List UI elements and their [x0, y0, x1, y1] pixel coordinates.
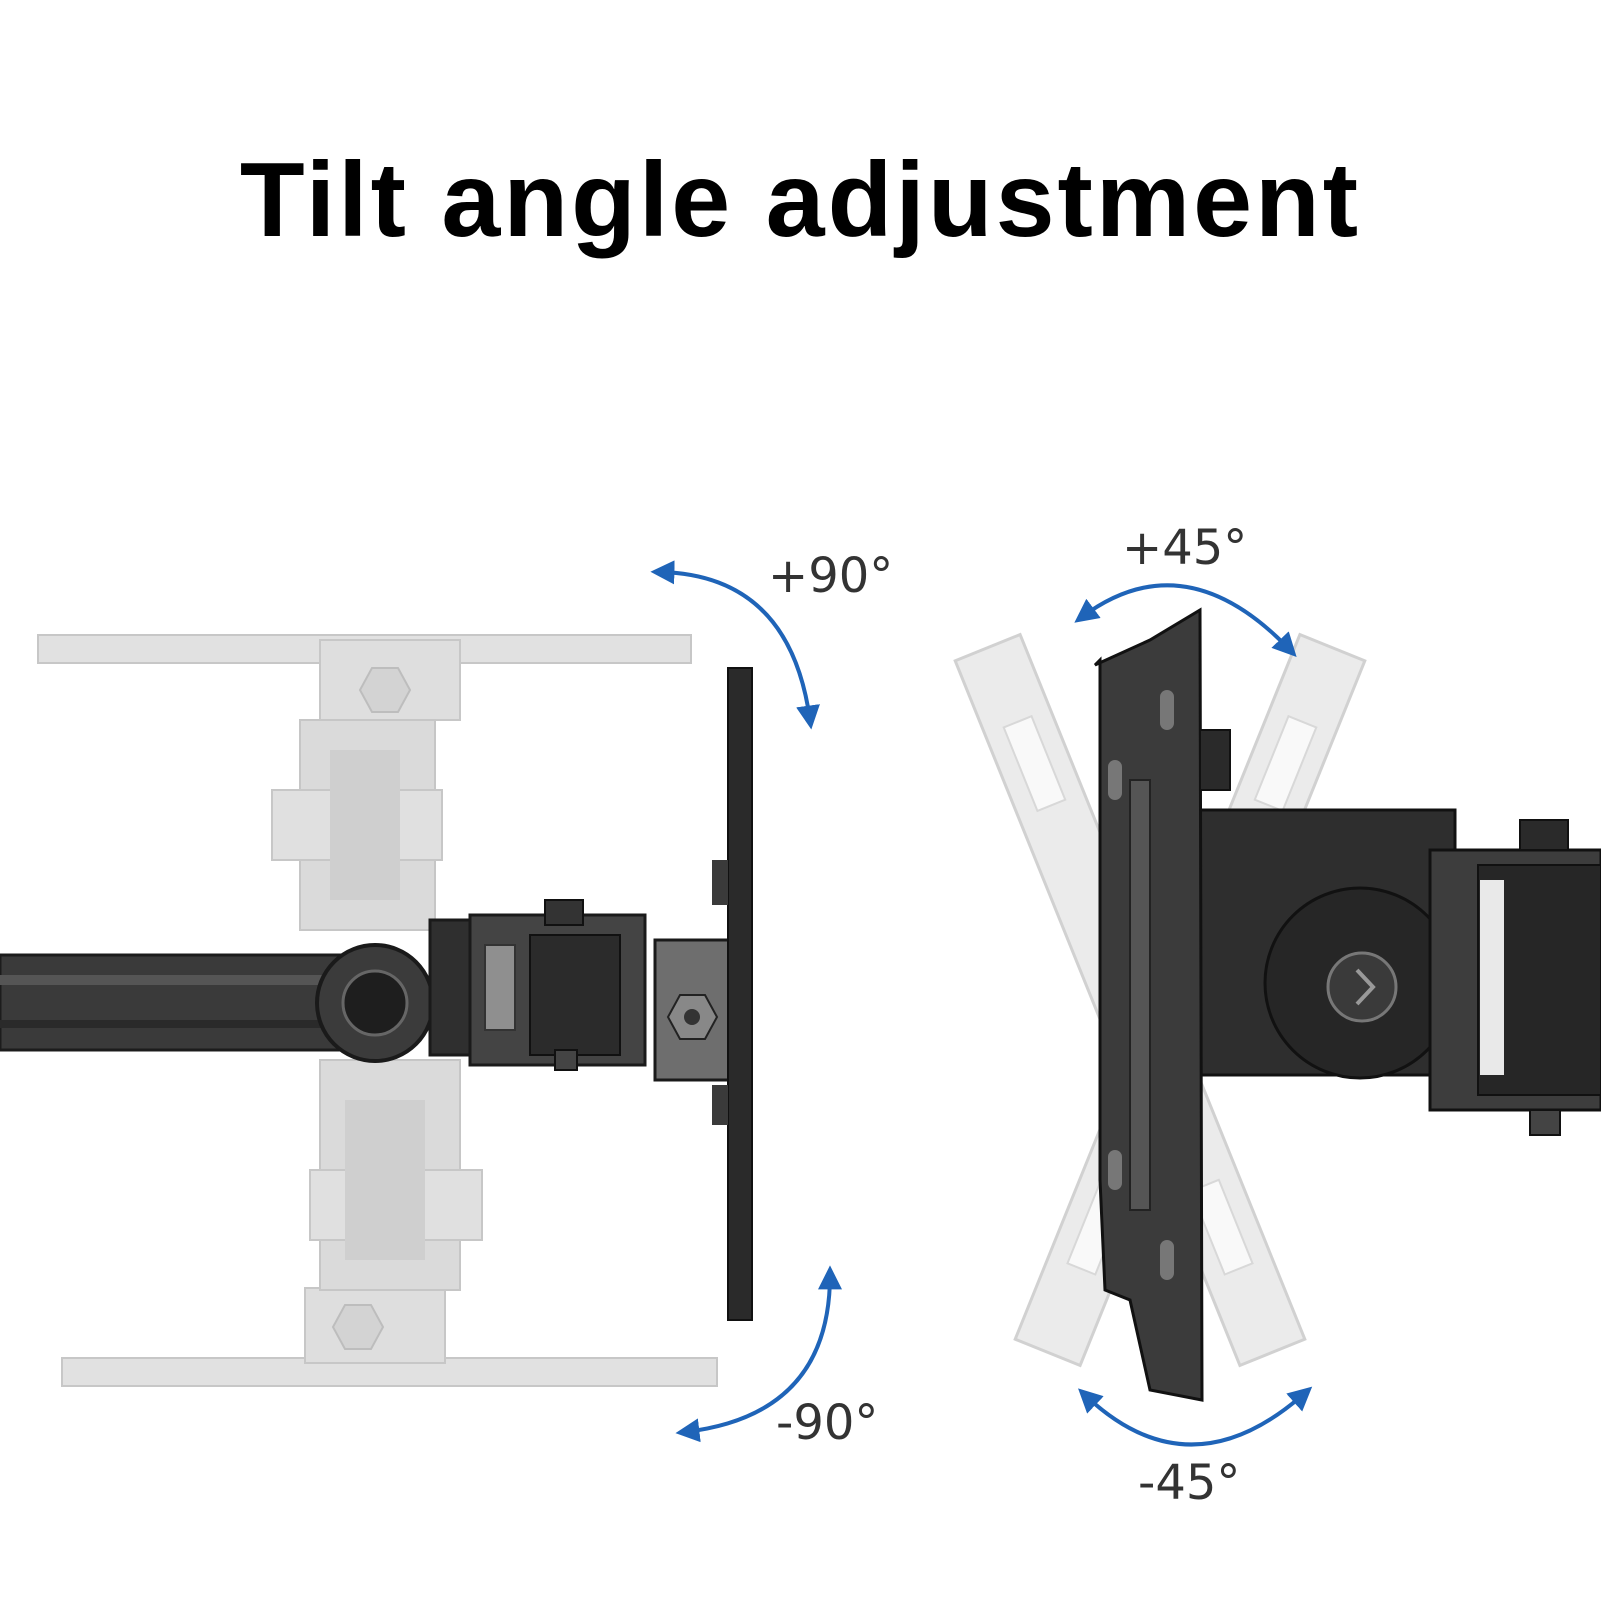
vesa-plate-main: [1093, 607, 1231, 1402]
support-arm: [0, 953, 362, 1052]
upper-tilt-arrow: [650, 560, 820, 730]
lower-tilt-arrow: [675, 1265, 842, 1443]
ghost-plate-lower: [61, 1059, 718, 1387]
clamp-housing: [1428, 819, 1601, 1136]
support-arm-right: [1193, 808, 1457, 1080]
angle-label-plus-45: +45°: [1122, 520, 1248, 576]
lower-tilt-arrow-right: [1078, 1386, 1313, 1447]
right-mount-diagram: [953, 583, 1601, 1447]
page-title: Tilt angle adjustment: [239, 141, 1362, 259]
vesa-plate-edge: [712, 667, 753, 1321]
angle-label-plus-90: +90°: [768, 548, 894, 604]
left-mount-diagram: [0, 560, 842, 1443]
upper-tilt-arrow-right: [1074, 583, 1297, 657]
ghost-plate-upper: [37, 634, 692, 931]
pivot-joint: [315, 899, 647, 1071]
angle-label-minus-45: -45°: [1138, 1455, 1241, 1511]
angle-label-minus-90: -90°: [776, 1395, 879, 1451]
